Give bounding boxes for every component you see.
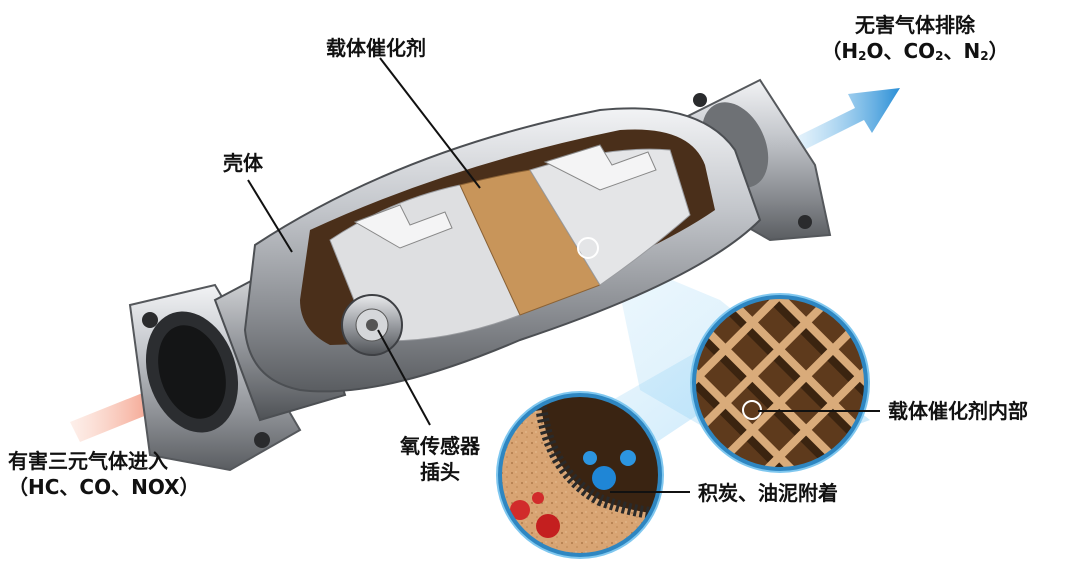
leader-lines xyxy=(247,57,880,493)
label-exhaust-line1: 无害气体排除 xyxy=(855,13,975,37)
label-sensor-line1: 氧传感器 xyxy=(400,434,480,458)
label-intake-line1: 有害三元气体进入 xyxy=(8,449,168,473)
exhaust-arrow xyxy=(790,88,900,152)
label-carrier-catalyst: 载体催化剂 xyxy=(326,36,426,60)
honeycomb-zoom xyxy=(690,293,870,473)
label-intake: 有害三元气体进入 （HC、CO、NOX） xyxy=(8,448,200,500)
label-deposits: 积炭、油泥附着 xyxy=(698,481,838,505)
label-exhaust: 无害气体排除 （H2O、CO2、N2） xyxy=(800,12,1030,69)
label-sensor-line2: 插头 xyxy=(420,460,460,484)
leader-sensor xyxy=(377,329,431,426)
deposit-zoom xyxy=(496,391,664,559)
label-exhaust-line2: （H2O、CO2、N2） xyxy=(821,39,1009,63)
label-interior: 载体催化剂内部 xyxy=(888,399,1028,423)
label-sensor: 氧传感器 插头 xyxy=(385,433,495,485)
leader-shell xyxy=(247,179,293,253)
converter-shell xyxy=(243,107,762,393)
inlet-flange xyxy=(128,283,302,472)
label-shell: 壳体 xyxy=(223,151,263,175)
leader-carrier xyxy=(379,57,481,189)
label-intake-line2: （HC、CO、NOX） xyxy=(8,475,200,499)
